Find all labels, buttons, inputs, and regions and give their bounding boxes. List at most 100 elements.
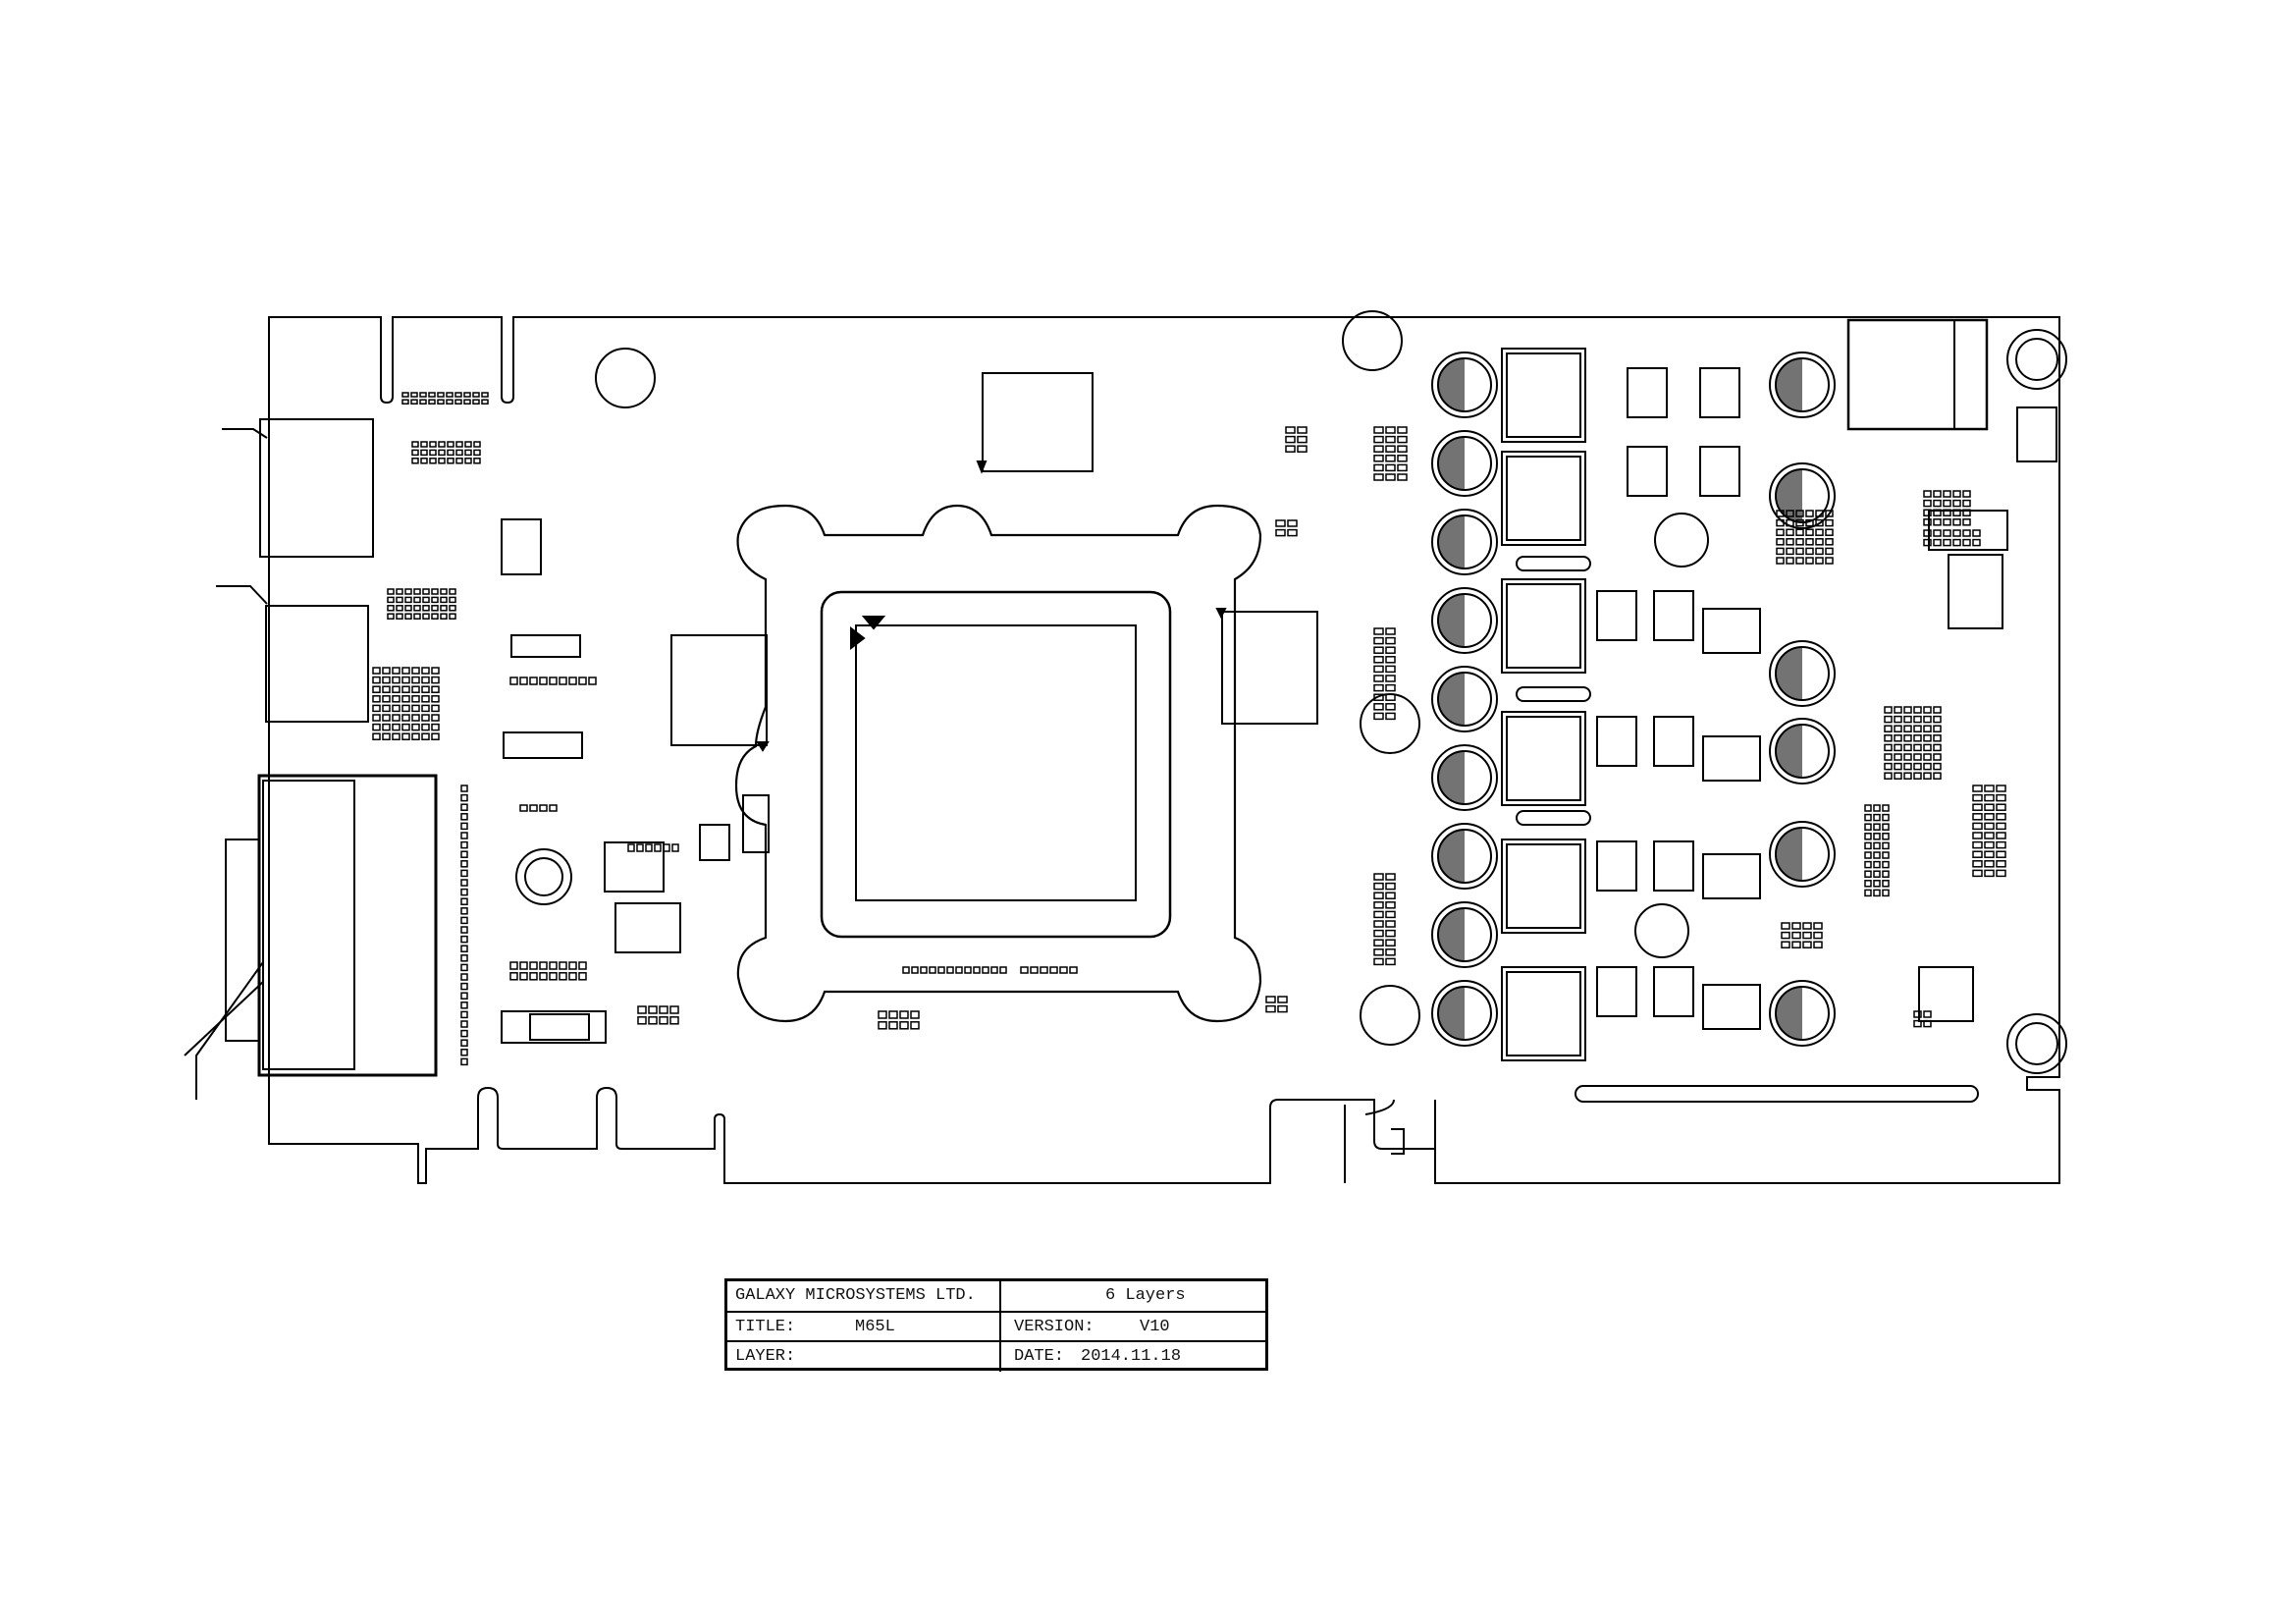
smd-pad bbox=[1776, 547, 1785, 556]
smd-pad bbox=[1385, 435, 1396, 444]
smd-pad bbox=[1882, 804, 1890, 812]
capacitor bbox=[1769, 640, 1836, 707]
smd-pad bbox=[1385, 920, 1396, 928]
smd-pad bbox=[431, 676, 440, 684]
smd-pad bbox=[1397, 426, 1408, 434]
smd-pad bbox=[509, 972, 518, 981]
smd-pad bbox=[1815, 538, 1824, 546]
smd-pad bbox=[549, 804, 558, 812]
smd-pad bbox=[588, 677, 597, 685]
smd-pad bbox=[481, 392, 489, 398]
smd-pad bbox=[463, 399, 471, 405]
smd-pad bbox=[671, 843, 679, 852]
smd-pad bbox=[1943, 490, 1951, 498]
mosfet-large bbox=[1702, 853, 1761, 899]
smd-pad bbox=[460, 945, 468, 952]
smd-pad bbox=[1373, 957, 1384, 966]
version-value: V10 bbox=[1140, 1318, 1170, 1336]
capacitor bbox=[1431, 901, 1498, 968]
smd-pad bbox=[1923, 772, 1932, 780]
smd-pad bbox=[888, 1021, 898, 1030]
smd-pad bbox=[929, 966, 936, 974]
smd-pad bbox=[1903, 706, 1912, 714]
mosfet bbox=[1627, 446, 1668, 497]
smd-pad bbox=[460, 1049, 468, 1056]
smd-pad bbox=[372, 667, 381, 675]
smd-pad bbox=[1923, 762, 1932, 771]
smd-pad bbox=[1030, 966, 1039, 974]
smd-pad bbox=[420, 458, 428, 464]
smd-pad bbox=[1277, 1004, 1288, 1013]
mosfet bbox=[1596, 590, 1637, 641]
smd-pad bbox=[1825, 538, 1834, 546]
smd-pad bbox=[382, 667, 391, 675]
smd-pad bbox=[1297, 426, 1308, 434]
capacitor-hatch bbox=[1776, 987, 1802, 1040]
smd-pad bbox=[1385, 712, 1396, 721]
smd-pad bbox=[410, 392, 418, 398]
smd-pad bbox=[1884, 762, 1893, 771]
mosfet bbox=[1653, 840, 1694, 892]
smd-pad bbox=[396, 588, 403, 595]
smd-pad bbox=[1933, 743, 1942, 752]
layer-label: LAYER: bbox=[735, 1347, 796, 1366]
smd-pad bbox=[1776, 510, 1785, 517]
version-label: VERSION: bbox=[1014, 1318, 1095, 1336]
smd-pad bbox=[437, 392, 445, 398]
capacitor-hatch bbox=[1438, 673, 1465, 726]
smd-pad bbox=[973, 966, 981, 974]
smd-pad bbox=[1962, 538, 1971, 547]
smd-pad bbox=[411, 723, 420, 731]
smd-pad bbox=[539, 804, 548, 812]
smd-pad bbox=[1884, 753, 1893, 761]
smd-components bbox=[372, 392, 2006, 1066]
smd-pad bbox=[454, 392, 462, 398]
smd-pad bbox=[382, 732, 391, 740]
smd-pad bbox=[401, 704, 410, 713]
smd-pad bbox=[1933, 490, 1942, 498]
smd-pad bbox=[1049, 966, 1058, 974]
smd-pad bbox=[1815, 528, 1824, 536]
smd-pad bbox=[1972, 822, 1983, 831]
capacitor bbox=[1431, 666, 1498, 732]
title-block-row-layer: LAYER: DATE: 2014.11.18 bbox=[727, 1340, 1265, 1372]
smd-pad bbox=[1864, 813, 1872, 822]
smd-pad bbox=[1781, 922, 1790, 930]
smd-pad bbox=[946, 966, 954, 974]
smd-pad bbox=[1913, 743, 1922, 752]
smd-pad bbox=[1873, 823, 1881, 831]
smd-pad bbox=[396, 596, 403, 604]
smd-pad bbox=[1894, 762, 1902, 771]
smd-pad bbox=[460, 1010, 468, 1019]
mosfets bbox=[1596, 367, 1761, 1030]
smd-pad bbox=[1913, 725, 1922, 732]
mosfet bbox=[1653, 590, 1694, 641]
capacitor bbox=[1769, 462, 1836, 529]
smd-pad bbox=[1933, 499, 1942, 508]
capacitor-hatch bbox=[1776, 358, 1802, 411]
smd-pad bbox=[392, 714, 400, 722]
smd-pad bbox=[1913, 1010, 1922, 1018]
smd-pad bbox=[460, 992, 468, 1000]
smd-pad bbox=[411, 704, 420, 713]
smd-pad bbox=[539, 677, 548, 685]
smd-pad bbox=[1385, 665, 1396, 674]
choke-core bbox=[1506, 843, 1581, 929]
smd-pad bbox=[372, 723, 381, 731]
smd-pad bbox=[1786, 547, 1794, 556]
capacitor-hatch bbox=[1438, 437, 1465, 490]
smd-pad bbox=[460, 916, 468, 925]
smd-pad bbox=[382, 723, 391, 731]
smd-pad bbox=[1882, 833, 1890, 840]
smd-pad bbox=[578, 677, 587, 685]
smd-pad bbox=[404, 588, 412, 595]
smd-pad bbox=[460, 822, 468, 831]
capacitor-hatch bbox=[1438, 515, 1465, 568]
smd-pad bbox=[449, 588, 456, 595]
smd-pad bbox=[1923, 499, 1932, 508]
smd-pad bbox=[1894, 772, 1902, 780]
smd-pad bbox=[1882, 860, 1890, 869]
smd-pad bbox=[422, 588, 430, 595]
smd-pad bbox=[1795, 518, 1804, 527]
smd-pad bbox=[964, 966, 972, 974]
